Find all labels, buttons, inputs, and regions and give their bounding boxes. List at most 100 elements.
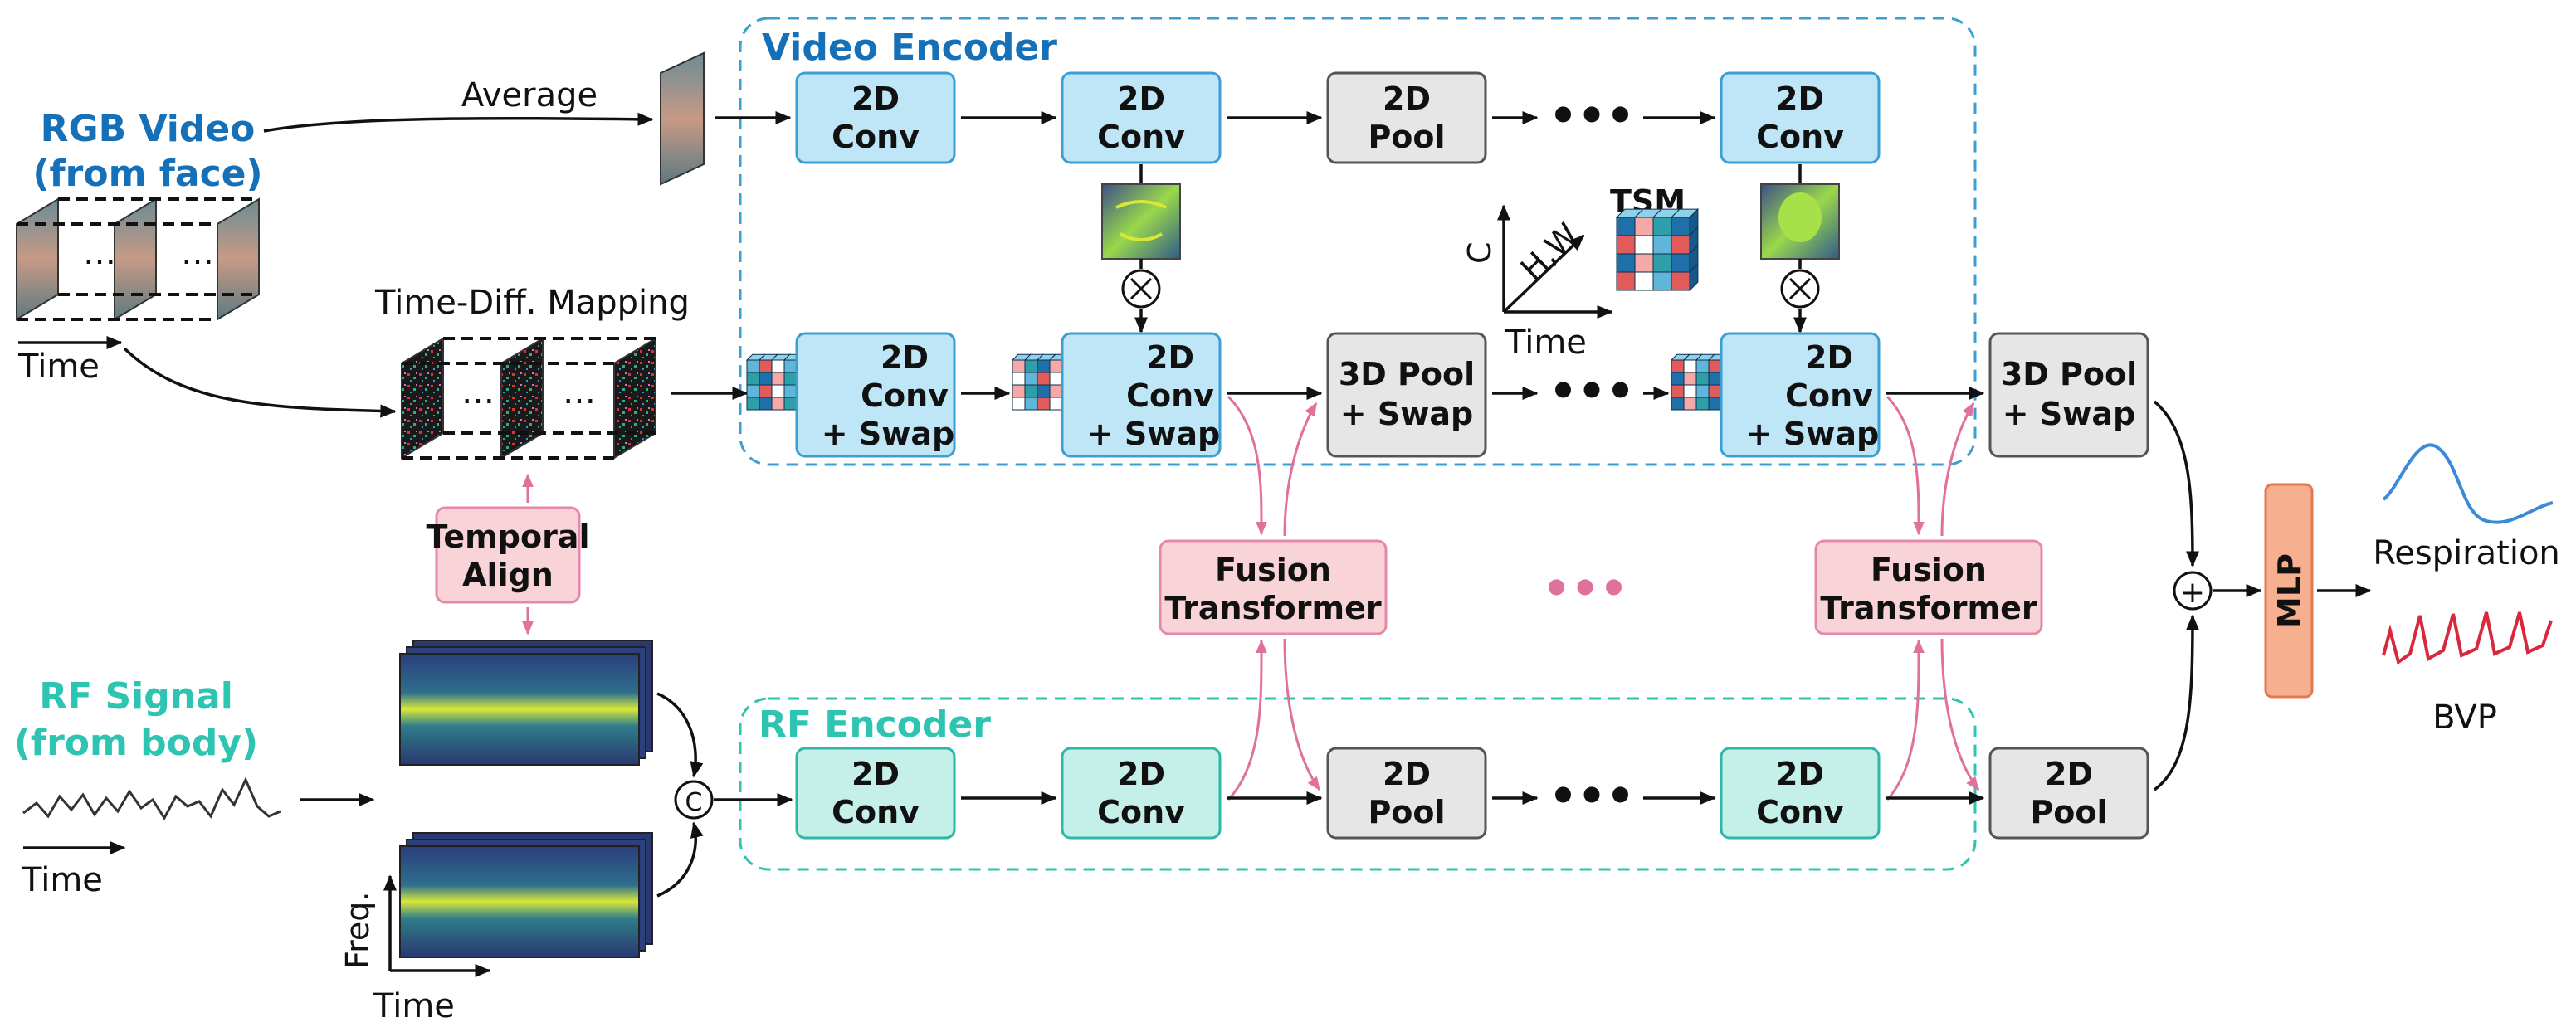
video-mid-conv1-line2: Conv [861,377,949,414]
tsm-cube-icon [745,353,803,411]
cube-cell [1652,235,1672,255]
cube-cell [1652,253,1672,273]
video-top-conv2 [1061,71,1222,164]
rf-convN [1720,747,1881,840]
tsm-axis-c-label: C [1461,241,1498,264]
rgb-frame-dots-1: … [83,234,116,272]
video-mid-conv1-line1: 2D [881,339,929,376]
feature-map-detail [1115,200,1167,241]
cube-cell [1012,397,1026,411]
cube-cell [1049,384,1063,398]
cube-cell [1695,397,1710,411]
cube-cell [1683,372,1697,386]
rf-to-sum-arrow [2153,614,2200,791]
average-face-icon [660,51,705,186]
rgb-frame-dots-2: … [181,234,214,272]
fusion2-out-to-rf [1940,638,1980,791]
temporal-align-label-line2: Align [462,557,554,593]
temporal-align-label-line1: Temporal [427,518,590,555]
video-mid-conv2-line3: + Swap [1087,416,1220,452]
cube-cell [1671,397,1685,411]
cube-cell [1037,397,1051,411]
video-mid-convN-line1: 2D [1805,339,1853,376]
rgb-video-title-line2: (from face) [32,153,262,195]
timediff-arrow [123,347,397,418]
video-top-conv1-line2: Conv [832,119,920,155]
video-top-pool [1326,71,1487,164]
cube-cell [783,372,798,386]
video-encoder-title: Video Encoder [762,27,1057,69]
bvp-label: BVP [2432,699,2497,737]
freq-label: Freq. [339,892,376,969]
rgb-video-title-line1: RGB Video [41,108,256,150]
video-top-convN-line2: Conv [1756,119,1844,155]
fusion1-out-to-rf [1283,638,1321,791]
cube-cell [1671,253,1690,273]
rf-signal-title-line2: (from body) [14,722,258,764]
rf-conv2-line2: Conv [1097,794,1185,830]
cube-cell [1634,271,1654,291]
cube-cell [1037,359,1051,373]
cube-cell [746,397,760,411]
video-mid-conv2-line2: Conv [1126,377,1214,414]
fusion-transformer-2 [1814,539,2043,635]
waveform-icon [2382,443,2554,524]
cube-cell [1652,271,1672,291]
plus-icon [2173,571,2213,611]
mid-row-ellipsis: ••• [1549,365,1635,417]
video-mid-conv1 [795,332,956,458]
rf-signal-title-line1: RF Signal [39,675,233,718]
cube-cell [1024,384,1038,398]
cube-cell [1634,235,1654,255]
cube-cell [1049,397,1063,411]
video-mid-convN-line2: Conv [1785,377,1873,414]
rf-pool-line2: Pool [1368,794,1445,830]
video-top-conv1 [795,71,956,164]
cube-cell [1671,384,1685,398]
rf-row-ellipsis: ••• [1549,770,1635,822]
cube-cell [1616,253,1636,273]
top-row-ellipsis: ••• [1549,90,1635,142]
cube-cell [771,397,785,411]
fusion2-out-to-video [1940,402,1975,537]
cube-cell [1012,372,1026,386]
cube-cell [783,359,798,373]
cube-cell [746,384,760,398]
video-frame-stack-icon [16,197,260,321]
cube-cell [1671,372,1685,386]
cube-cell [1652,217,1672,236]
rf-convN-line2: Conv [1756,794,1844,830]
fusion1-out-to-video [1283,402,1318,537]
cube-cell [1024,359,1038,373]
rf-conv2-line1: 2D [1117,756,1165,792]
video-top-conv2-line2: Conv [1097,119,1185,155]
cube-cell [1037,372,1051,386]
rf-convN-line1: 2D [1776,756,1824,792]
fusion-transformer-2-line2: Transformer [1820,590,2037,626]
cube-cell [783,384,798,398]
video-mid-conv2 [1061,332,1222,458]
spec-top-to-concat [656,692,704,778]
tsm-cube-icon [1615,207,1700,292]
rf-out-pool [1988,747,2149,840]
tsm-axis-time-label: Time [1505,324,1587,362]
video-mid-pool-line1: 3D Pool [1339,356,1475,392]
cube-cell [1708,397,1722,411]
tsm-axis-hw [1502,234,1585,314]
cube-cell [759,384,773,398]
average-arrow [263,112,654,133]
respiration-label: Respiration [2373,534,2560,572]
concat-symbol: C [685,788,703,817]
fusion-transformer-1-line1: Fusion [1215,552,1331,588]
video-top-conv2-line1: 2D [1117,80,1165,117]
cube-cell [759,397,773,411]
cube-cell [746,372,760,386]
rf-conv2 [1061,747,1222,840]
cube-cell [1012,359,1026,373]
rf-conv1-line2: Conv [832,794,920,830]
fusion-transformer-2-line1: Fusion [1871,552,1987,588]
feature-map-detail [1778,192,1822,242]
plus-symbol: + [2180,576,2205,610]
cube-cell [1695,359,1710,373]
